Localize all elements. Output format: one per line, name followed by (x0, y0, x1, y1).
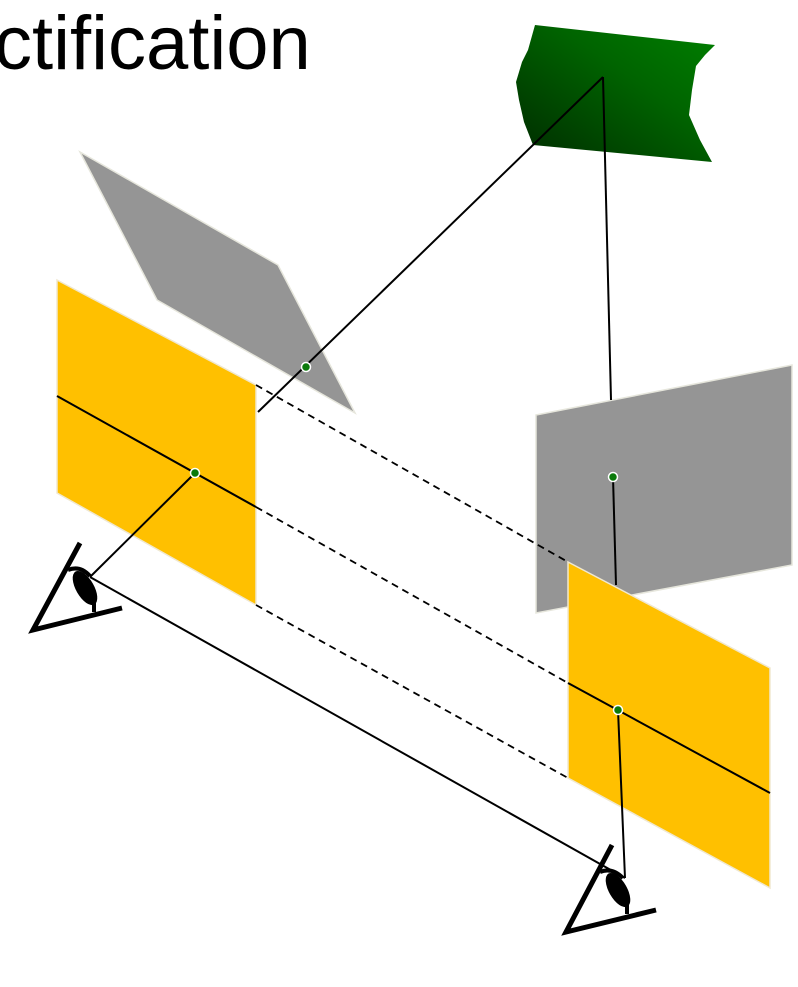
slide-title: ctification (0, 1, 311, 86)
projection-ray-right (602, 76, 612, 401)
right-rectified-image-plane (567, 560, 771, 890)
right-eye-icon (561, 843, 657, 936)
scene-object (516, 25, 715, 162)
ray-right-eye (617, 709, 626, 879)
correspondence-dashed-lines (255, 384, 569, 779)
left-original-image-plane (78, 150, 357, 415)
baseline (89, 576, 626, 879)
projection-ray-left (257, 76, 604, 413)
image-points (189, 361, 624, 716)
right-scanline (567, 682, 771, 794)
ray-right-lower (612, 476, 617, 586)
right-original-image-plane (535, 364, 793, 614)
left-eye-icon (28, 541, 123, 634)
left-scanline (56, 395, 257, 508)
ray-left-eye (89, 472, 196, 578)
